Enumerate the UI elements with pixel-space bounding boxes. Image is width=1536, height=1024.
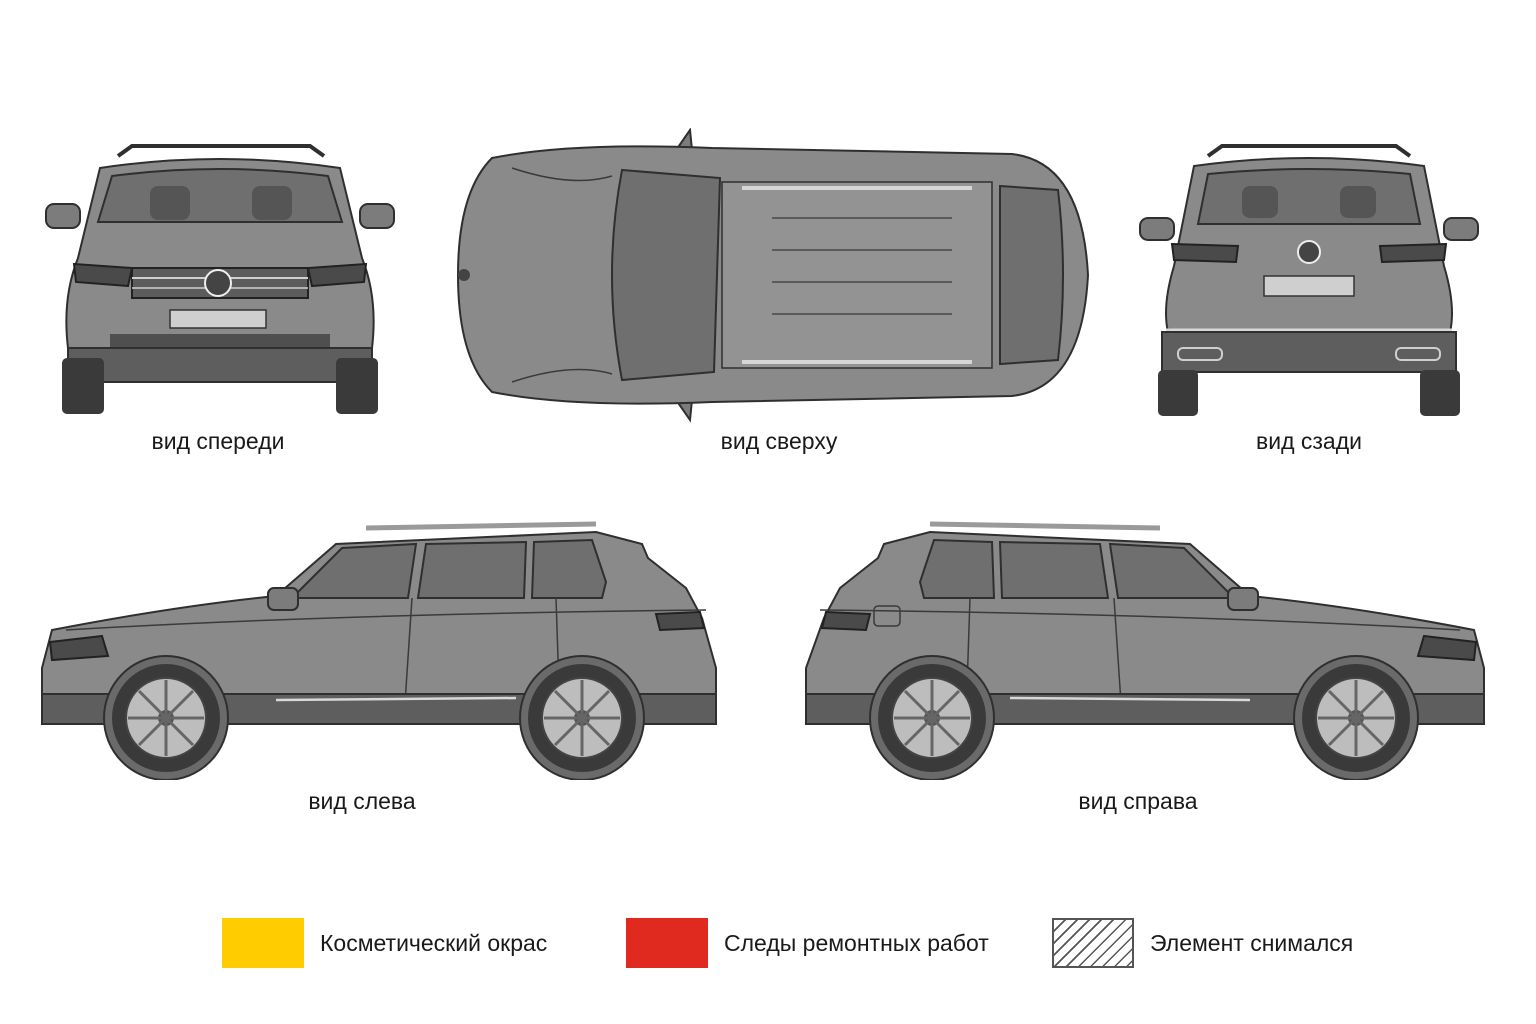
left-view[interactable] — [36, 518, 718, 780]
front-view-caption: вид спереди — [151, 428, 285, 454]
legend-element-removed: Элемент снимался — [1052, 918, 1353, 968]
legend-swatch-yellow — [222, 918, 304, 968]
top-view-caption: вид сверху — [720, 428, 838, 454]
legend-cosmetic-paint: Косметический окрас — [222, 918, 547, 968]
left-view-caption: вид слева — [308, 788, 416, 814]
rear-view[interactable] — [1138, 136, 1480, 418]
front-view[interactable] — [40, 138, 400, 418]
legend-swatch-red — [626, 918, 708, 968]
legend-label-repair-traces: Следы ремонтных работ — [724, 929, 989, 956]
rear-view-caption: вид сзади — [1256, 428, 1362, 454]
right-view-caption: вид справа — [1078, 788, 1198, 814]
legend-repair-traces: Следы ремонтных работ — [626, 918, 989, 968]
right-view[interactable] — [800, 518, 1490, 780]
top-view[interactable] — [452, 128, 1092, 423]
legend-label-cosmetic-paint: Косметический окрас — [320, 929, 548, 956]
legend-label-element-removed: Элемент снимался — [1150, 929, 1354, 956]
legend-swatch-hatched — [1052, 918, 1134, 968]
